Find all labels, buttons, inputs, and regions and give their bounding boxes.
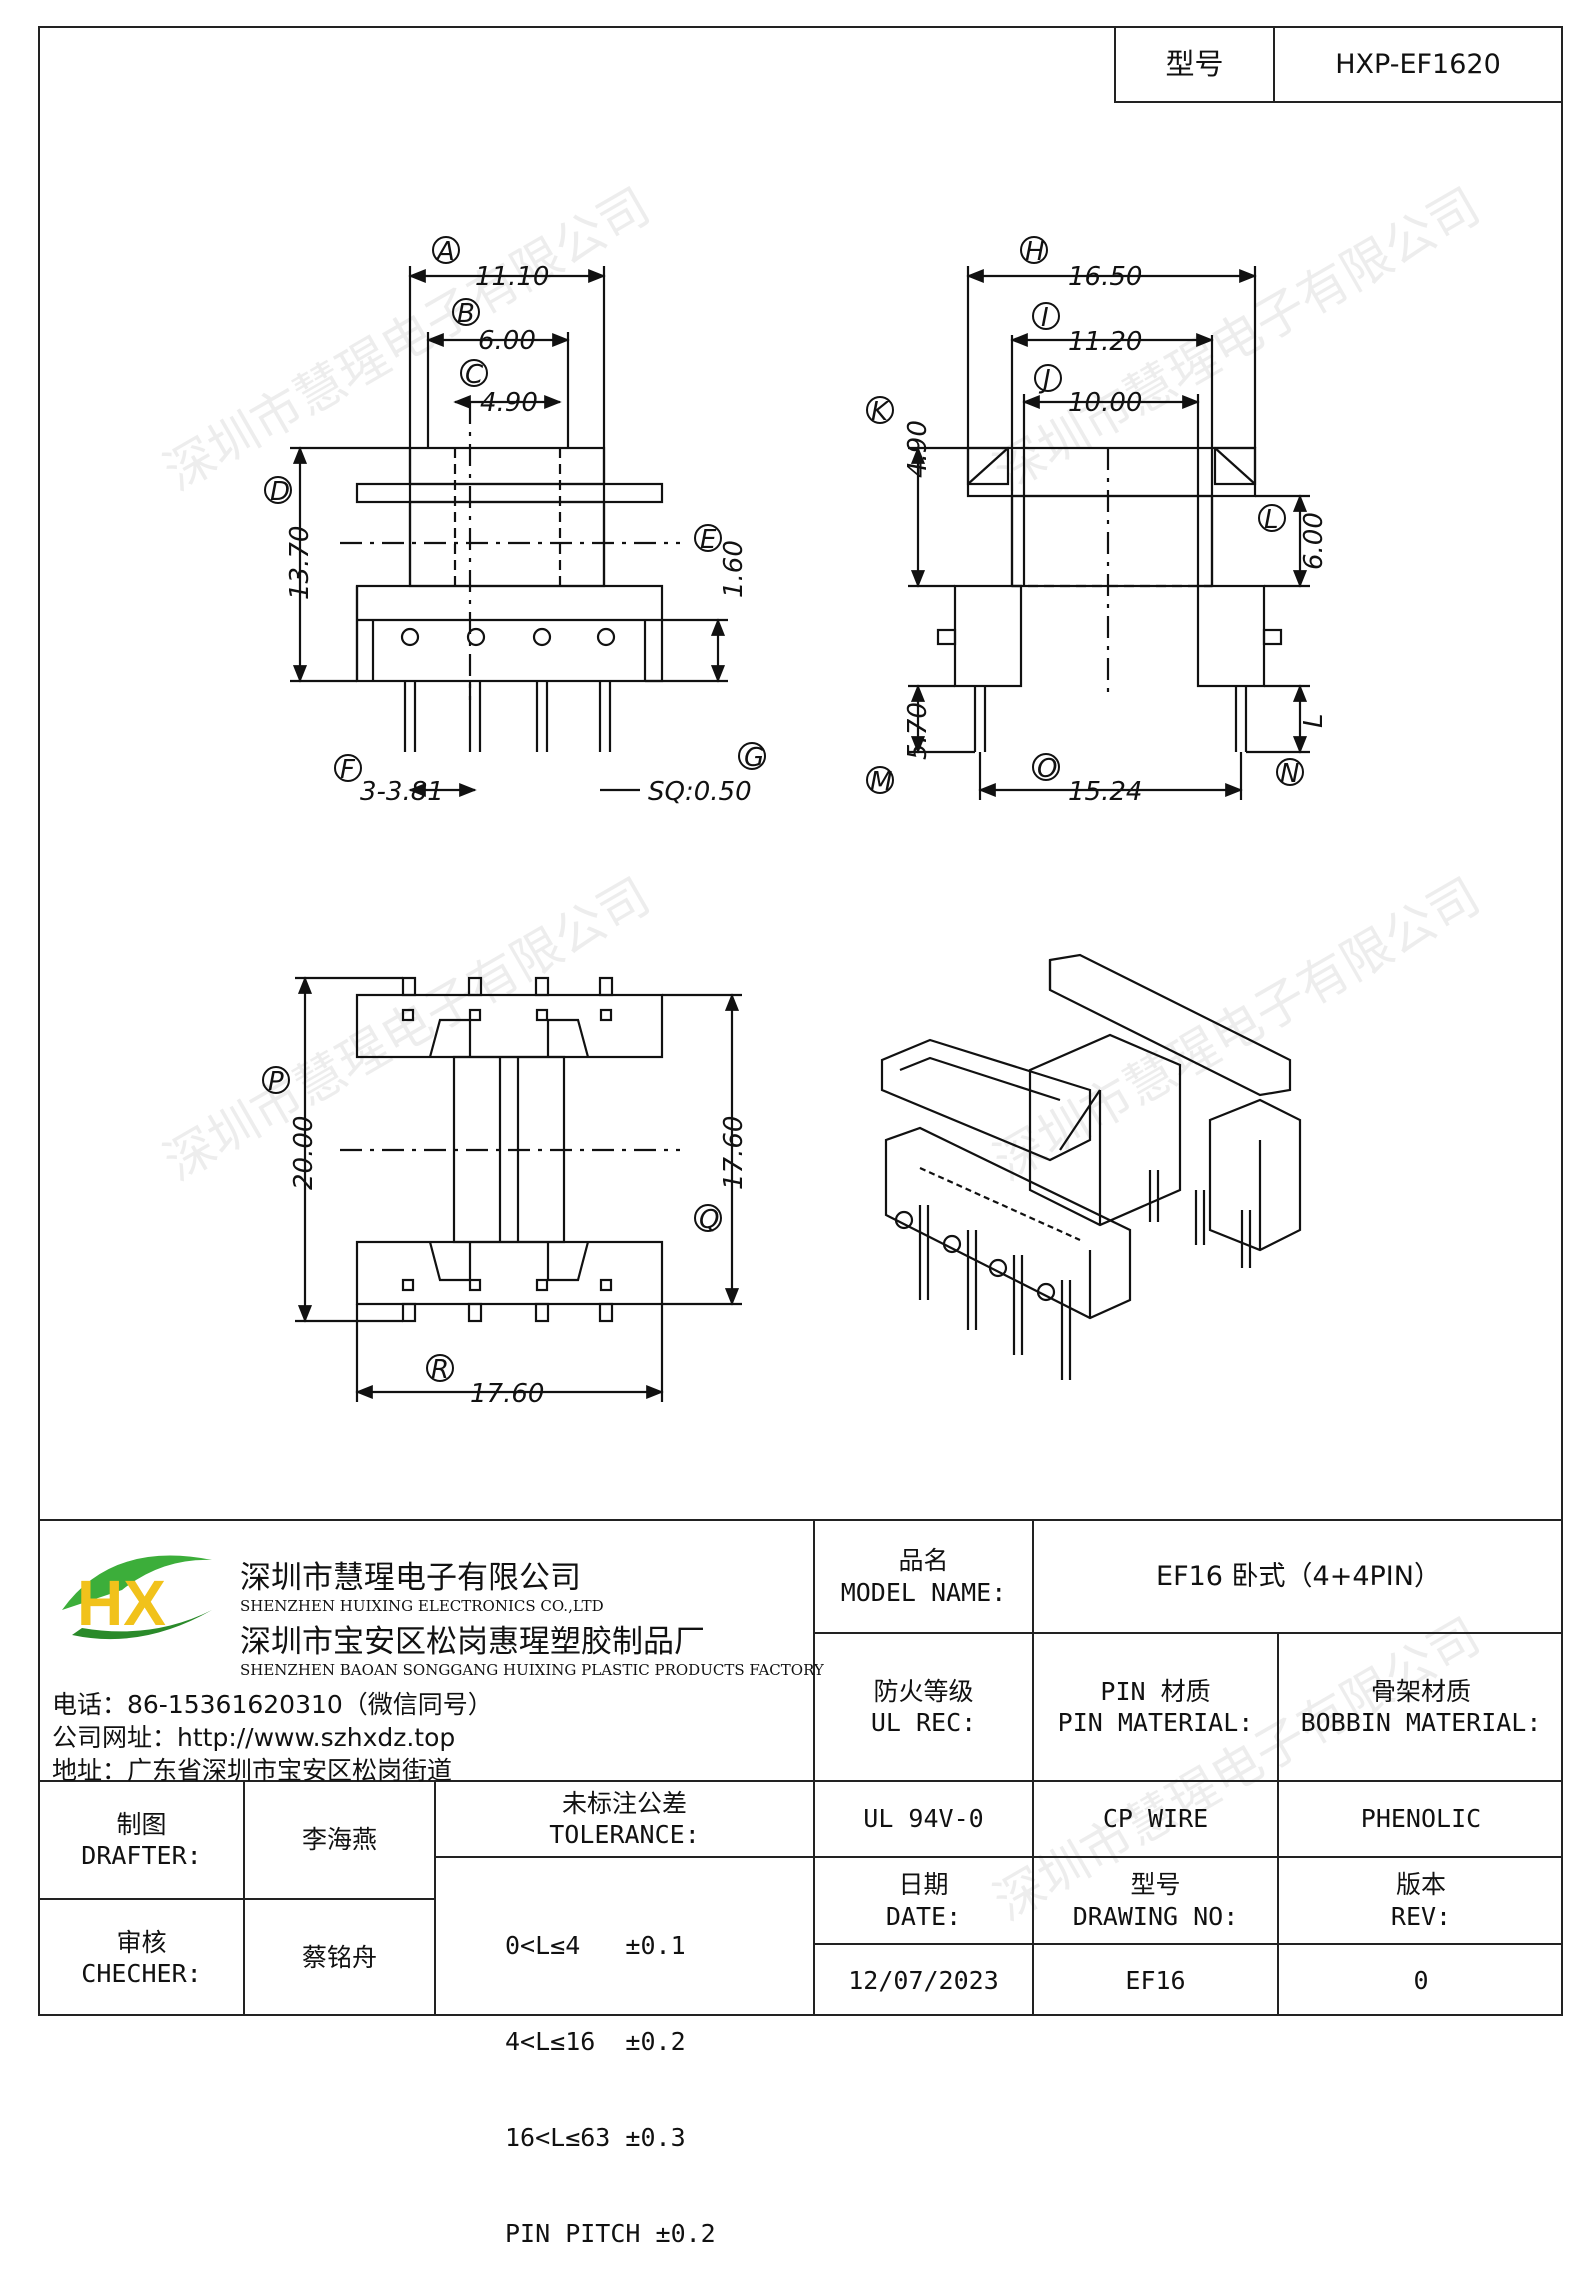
dim-label-R: R (431, 1355, 449, 1385)
dim-value-R: 17.60 (470, 1379, 544, 1409)
dim-label-J: J (1038, 365, 1051, 395)
dim-label-C: C (465, 360, 484, 390)
header-model-label: 型号 (1165, 47, 1224, 82)
company-name-en: SHENZHEN HUIXING ELECTRONICS CO.,LTD (240, 1597, 604, 1615)
rev-value: 0 (1413, 1965, 1429, 1995)
date-label: 日期 DATE: (885, 1870, 962, 1931)
drawing-no-label: 型号 DRAWING NO: (1072, 1870, 1239, 1931)
drafter-label: 制图 DRAFTER: (81, 1809, 202, 1870)
dim-value-H: 16.50 (1068, 262, 1142, 292)
drafter-name: 李海燕 (301, 1825, 377, 1855)
pin-material-label: PIN 材质 PIN MATERIAL: (1057, 1676, 1254, 1737)
dim-value-Q: 17.60 (719, 1116, 749, 1190)
dim-label-N: N (1280, 759, 1299, 789)
dim-value-B: 6.00 (478, 326, 536, 356)
header-model-value: HXP-EF1620 (1335, 48, 1501, 80)
dim-label-B: B (457, 299, 475, 329)
dim-value-G: SQ:0.50 (648, 777, 752, 807)
tolerance-row: 0<L≤4 ±0.1 (505, 1931, 686, 1960)
tolerance-list: 0<L≤4 ±0.1 4<L≤16 ±0.2 16<L≤63 ±0.3 PIN … (505, 1866, 716, 2282)
factory-name-cn: 深圳市宝安区松岗惠瑆塑胶制品厂 (240, 1624, 705, 1660)
company-logo: HX (52, 1540, 222, 1650)
ul-rec-label: 防火等级 UL REC: (870, 1676, 977, 1737)
tolerance-row: 16<L≤63 ±0.3 (505, 2123, 686, 2152)
model-name-value: EF16 卧式（4+4PIN） (1156, 1560, 1441, 1592)
dim-value-M: 5.70 (903, 702, 933, 760)
tolerance-label: 未标注公差 TOLERANCE: (549, 1788, 700, 1849)
isometric-view (880, 953, 1302, 1380)
dim-label-F: F (340, 755, 356, 785)
dim-label-M: M (870, 767, 892, 797)
tolerance-row: 4<L≤16 ±0.2 (505, 2027, 686, 2056)
dim-label-K: K (871, 397, 890, 427)
dim-value-E: 1.60 (719, 540, 749, 598)
checker-name: 蔡铭舟 (301, 1943, 377, 1973)
technical-drawing: A 11.10 B 6.00 C 4.90 D 13.70 E 1.60 F 3… (262, 236, 1329, 1409)
dim-label-Q: Q (699, 1205, 719, 1235)
dim-value-P: 20.00 (289, 1116, 319, 1190)
drawing-no-value: EF16 (1125, 1965, 1186, 1995)
dim-value-I: 11.20 (1068, 327, 1142, 357)
factory-name-en: SHENZHEN BAOAN SONGGANG HUIXING PLASTIC … (240, 1661, 824, 1679)
tolerance-row: PIN PITCH ±0.2 (505, 2219, 716, 2248)
front-view-labels: A 11.10 B 6.00 C 4.90 D 13.70 E 1.60 F 3… (264, 236, 766, 807)
dim-value-F: 3-3.81 (360, 777, 444, 807)
company-name-cn: 深圳市慧瑆电子有限公司 (240, 1560, 581, 1596)
dim-label-L: L (1264, 505, 1279, 535)
checker-label: 审核 CHECHER: (81, 1927, 202, 1988)
dim-value-C: 4.90 (480, 388, 538, 418)
dim-label-H: H (1025, 237, 1045, 267)
dim-value-A: 11.10 (475, 262, 549, 292)
dim-value-K: 4.90 (903, 420, 933, 478)
ul-rec-value: UL 94V-0 (863, 1804, 984, 1834)
model-name-label: 品名 MODEL NAME: (840, 1546, 1007, 1607)
dim-label-I: I (1041, 303, 1049, 333)
front-view (290, 266, 728, 798)
dim-label-E: E (700, 525, 717, 555)
bottom-view (295, 976, 742, 1402)
dim-label-A: A (435, 237, 455, 267)
dim-value-J: 10.00 (1068, 388, 1142, 418)
bobbin-material-label: 骨架材质 BOBBIN MATERIAL: (1300, 1676, 1542, 1737)
dim-label-P: P (268, 1067, 284, 1097)
dim-label-O: O (1037, 754, 1057, 784)
date-value: 12/07/2023 (848, 1965, 999, 1995)
bobbin-material-value: PHENOLIC (1360, 1804, 1482, 1834)
dim-value-D: 13.70 (285, 526, 315, 600)
company-phone: 电话：86-15361620310（微信同号） (52, 1690, 493, 1719)
rev-label: 版本 REV: (1390, 1870, 1452, 1931)
company-website: 公司网址：http://www.szhxdz.top (52, 1723, 456, 1752)
logo-text: HX (77, 1567, 166, 1639)
side-view-labels: H 16.50 I 11.20 J 10.00 K 4.90 L 6.00 M … (866, 236, 1329, 807)
dim-mark-L: L (1299, 714, 1329, 729)
bottom-view-labels: P 20.00 Q 17.60 R 17.60 (262, 1066, 749, 1409)
dim-label-D: D (270, 477, 290, 507)
pin-material-value: CP WIRE (1102, 1804, 1209, 1834)
side-view (908, 266, 1310, 800)
dim-label-G: G (744, 743, 764, 773)
drawing-frame (38, 26, 1563, 2016)
dim-value-O: 15.24 (1068, 777, 1142, 807)
dim-value-L: 6.00 (1299, 512, 1329, 570)
company-address: 地址：广东省深圳市宝安区松岗街道 (52, 1756, 453, 1785)
